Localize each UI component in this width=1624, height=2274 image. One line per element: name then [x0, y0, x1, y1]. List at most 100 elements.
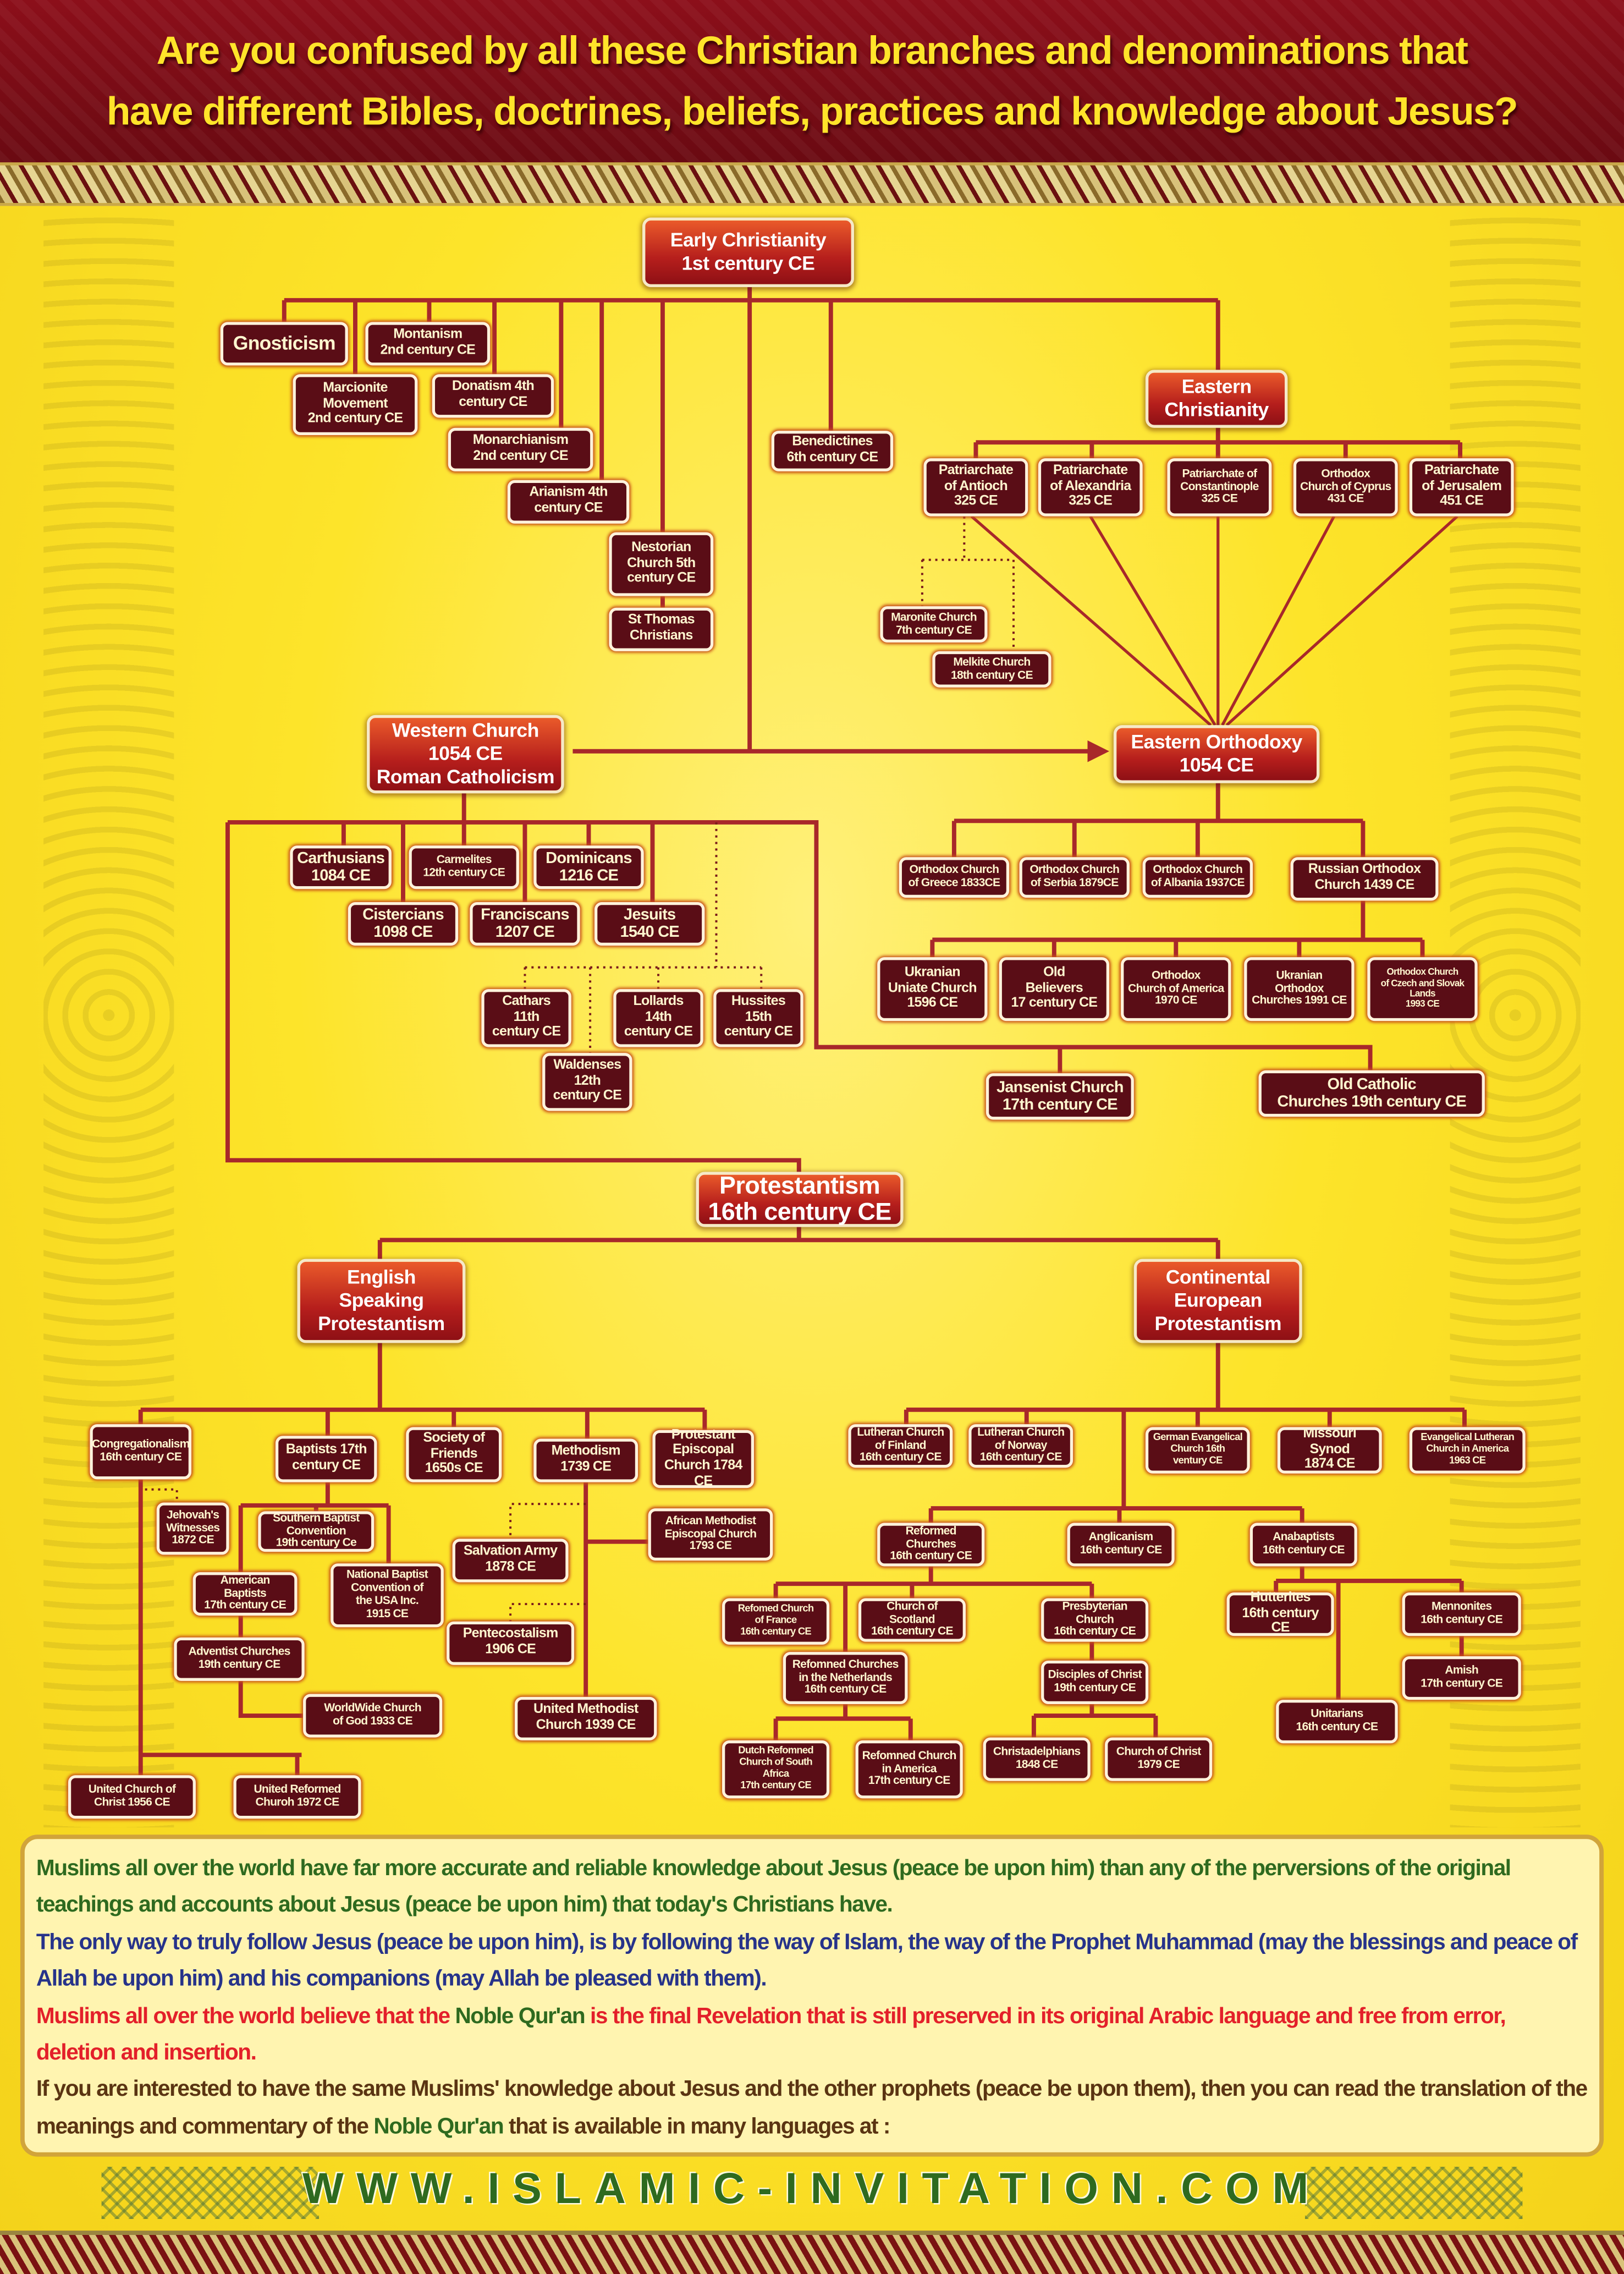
- noble-quran-highlight: Noble Qur'an: [373, 2114, 504, 2139]
- node-protestant-episcopal: Protestant Episcopal Church 1784 CE: [652, 1427, 755, 1488]
- message-paragraph-3: Muslims all over the world believe that …: [36, 1998, 1588, 2072]
- website-url[interactable]: WWW.ISLAMIC-INVITATION.COM: [302, 2165, 1322, 2213]
- node-carthusians: Carthusians 1084 CE: [290, 845, 392, 889]
- node-carmelites: Carmelites 12th century CE: [409, 845, 519, 889]
- node-adventist: Adventist Churches 19th century CE: [174, 1637, 305, 1681]
- node-reformed-france: Refomed Church of France 16th century CE: [722, 1598, 830, 1645]
- node-st-thomas: St Thomas Christians: [609, 607, 714, 651]
- node-southern-baptist: Southern Baptist Convention 19th century…: [258, 1510, 375, 1552]
- node-amish: Amish 17th century CE: [1402, 1656, 1521, 1700]
- node-united-church-of-christ: United Church of Christ 1956 CE: [68, 1775, 196, 1819]
- url-ornament-right: [1304, 2167, 1523, 2219]
- node-antioch: Patriarchate of Antioch 325 CE: [923, 458, 1028, 517]
- node-lutheran-finland: Lutheran Church of Finland 16th century …: [848, 1424, 953, 1468]
- node-mennonites: Mennonites 16th century CE: [1402, 1592, 1521, 1636]
- node-dominicans: Dominicans 1216 CE: [533, 845, 644, 889]
- node-orthodox-czech-slovak: Orthodox Church of Czech and Slovak Land…: [1367, 957, 1478, 1021]
- node-old-catholic: Old Catholic Churches 19th century CE: [1258, 1070, 1485, 1117]
- node-society-of-friends: Society of Friends 1650s CE: [406, 1427, 502, 1482]
- node-arianism: Arianism 4th century CE: [507, 480, 630, 524]
- node-jerusalem: Patriarchate of Jerusalem 451 CE: [1409, 458, 1514, 517]
- node-reformed-churches: Reformed Churches 16th century CE: [877, 1523, 985, 1567]
- node-franciscans: Franciscans 1207 CE: [470, 902, 580, 946]
- message-paragraph-4: If you are interested to have the same M…: [36, 2072, 1588, 2145]
- node-nestorian: Nestorian Church 5th century CE: [609, 532, 714, 596]
- node-constantinople: Patriarchate of Constantinople 325 CE: [1167, 458, 1272, 517]
- node-english-protestantism: English Speaking Protestantism: [297, 1259, 466, 1343]
- node-missouri-synod: Missouri Synod 1874 CE: [1277, 1426, 1382, 1474]
- node-anglicanism: Anglicanism 16th century CE: [1067, 1523, 1175, 1567]
- node-american-baptists: American Baptists 17th century CE: [192, 1572, 298, 1616]
- node-lollards: Lollards 14th century CE: [613, 989, 703, 1047]
- message-paragraph-1: Muslims all over the world have far more…: [36, 1856, 1511, 1918]
- node-anabaptists: Anabaptists 16th century CE: [1249, 1523, 1357, 1567]
- node-orthodox-greece: Orthodox Church of Greece 1833CE: [899, 857, 1010, 898]
- ornamental-border-bottom: [0, 2231, 1624, 2274]
- node-christadelphians: Christadelphians 1848 CE: [983, 1737, 1091, 1781]
- node-russian-orthodox: Russian Orthodox Church 1439 CE: [1290, 857, 1439, 901]
- node-worldwide-church-of-god: WorldWide Church of God 1933 CE: [303, 1694, 443, 1738]
- node-ukranian-uniate: Ukranian Uniate Church 1596 CE: [877, 957, 988, 1021]
- message-text: If you are interested to have the same M…: [36, 2077, 1588, 2139]
- node-early-christianity: Early Christianity 1st century CE: [642, 217, 854, 288]
- node-church-of-christ: Church of Christ 1979 CE: [1105, 1737, 1213, 1781]
- node-melkite: Melkite Church 18th century CE: [932, 651, 1052, 688]
- node-waldenses: Waldenses 12th century CE: [542, 1053, 632, 1111]
- node-alexandria: Patriarchate of Alexandria 325 CE: [1038, 458, 1143, 517]
- node-methodism: Methodism 1739 CE: [533, 1438, 638, 1482]
- node-baptists: Baptists 17th century CE: [275, 1436, 377, 1482]
- node-cistercians: Cistercians 1098 CE: [348, 902, 459, 946]
- node-presbyterian: Presbyterian Church 16th century CE: [1041, 1598, 1149, 1642]
- node-western-church: Western Church 1054 CE Roman Catholicism: [367, 715, 564, 794]
- node-gnosticism: Gnosticism: [220, 322, 348, 366]
- node-dutch-reformed: Dutch Refomned Church of South Africa 17…: [722, 1740, 830, 1799]
- node-united-reformed: United Reformed Churoh 1972 CE: [233, 1775, 361, 1819]
- node-benedictines: Benedictines 6th century CE: [771, 431, 894, 471]
- node-old-believers: Old Believers 17 century CE: [999, 957, 1109, 1021]
- node-orthodox-america: Orthodox Church of America 1970 CE: [1121, 957, 1231, 1021]
- node-reformed-netherlands: Refomned Churches in the Netherlands 16t…: [783, 1652, 908, 1705]
- message-text: is the final Revelation that is still pr…: [36, 2003, 1506, 2066]
- message-text: Muslims all over the world believe that …: [36, 2003, 455, 2029]
- node-reformed-america: Refomned Church in America 17th century …: [855, 1740, 963, 1799]
- node-african-methodist: African Methodist Episcopal Church 1793 …: [648, 1508, 773, 1561]
- node-hutterites: Hutterites 16th century CE: [1226, 1590, 1334, 1636]
- message-text: that is available in many languages at :: [503, 2114, 890, 2139]
- node-german-evangelical: German Evangelical Church 16th ventury C…: [1145, 1427, 1250, 1474]
- node-eastern-orthodoxy: Eastern Orthodoxy 1054 CE: [1113, 725, 1320, 783]
- message-paragraph-2: The only way to truly follow Jesus (peac…: [36, 1930, 1578, 1992]
- node-jehovahs-witnesses: Jehovah's Witnesses 1872 CE: [156, 1502, 229, 1555]
- node-continental-protestantism: Continental European Protestantism: [1133, 1259, 1302, 1343]
- node-lutheran-norway: Lutheran Church of Norway 16th century C…: [968, 1424, 1074, 1468]
- node-maronite: Maronite Church 7th century CE: [880, 606, 988, 643]
- node-pentecostalism: Pentecostalism 1906 CE: [447, 1621, 575, 1665]
- node-jesuits: Jesuits 1540 CE: [594, 902, 705, 946]
- title-banner: Are you confused by all these Christian …: [0, 0, 1624, 163]
- node-cyprus: Orthodox Church of Cyprus 431 CE: [1293, 458, 1398, 517]
- node-donatism: Donatism 4th century CE: [432, 374, 554, 418]
- poster-title: Are you confused by all these Christian …: [106, 29, 1518, 134]
- url-ornament-left: [101, 2167, 320, 2219]
- node-orthodox-albania: Orthodox Church of Albania 1937CE: [1142, 857, 1253, 898]
- node-salvation-army: Salvation Army 1878 CE: [452, 1539, 569, 1583]
- node-protestantism: Protestantism 16th century CE: [696, 1172, 904, 1227]
- node-hussites: Hussites 15th century CE: [713, 989, 803, 1047]
- node-united-methodist: United Methodist Church 1939 CE: [514, 1696, 657, 1740]
- node-orthodox-serbia: Orthodox Church of Serbia 1879CE: [1019, 857, 1130, 898]
- node-montanism: Montanism 2nd century CE: [365, 322, 491, 366]
- message-box: Muslims all over the world have far more…: [20, 1834, 1604, 2157]
- node-unitarians: Unitarians 16th century CE: [1276, 1700, 1398, 1744]
- node-jansenist: Jansenist Church 17th century CE: [986, 1073, 1134, 1120]
- node-evangelical-lutheran: Evangelical Lutheran Church in America 1…: [1409, 1427, 1526, 1474]
- banner-ornament: [0, 0, 1624, 163]
- node-ukranian-orthodox: Ukranian Orthodox Churches 1991 CE: [1244, 957, 1355, 1021]
- node-disciples-of-christ: Disciples of Christ 19th century CE: [1041, 1660, 1149, 1705]
- node-church-of-scotland: Church of Scotland 16th century CE: [858, 1598, 966, 1642]
- node-national-baptist: National Baptist Convention of the USA I…: [331, 1563, 444, 1628]
- noble-quran-highlight: Noble Qur'an: [455, 2003, 585, 2029]
- node-cathars: Cathars 11th century CE: [481, 989, 571, 1047]
- node-congregationalism: Congregationalism 16th century CE: [90, 1424, 192, 1480]
- left-ornament-panel: [43, 203, 174, 1828]
